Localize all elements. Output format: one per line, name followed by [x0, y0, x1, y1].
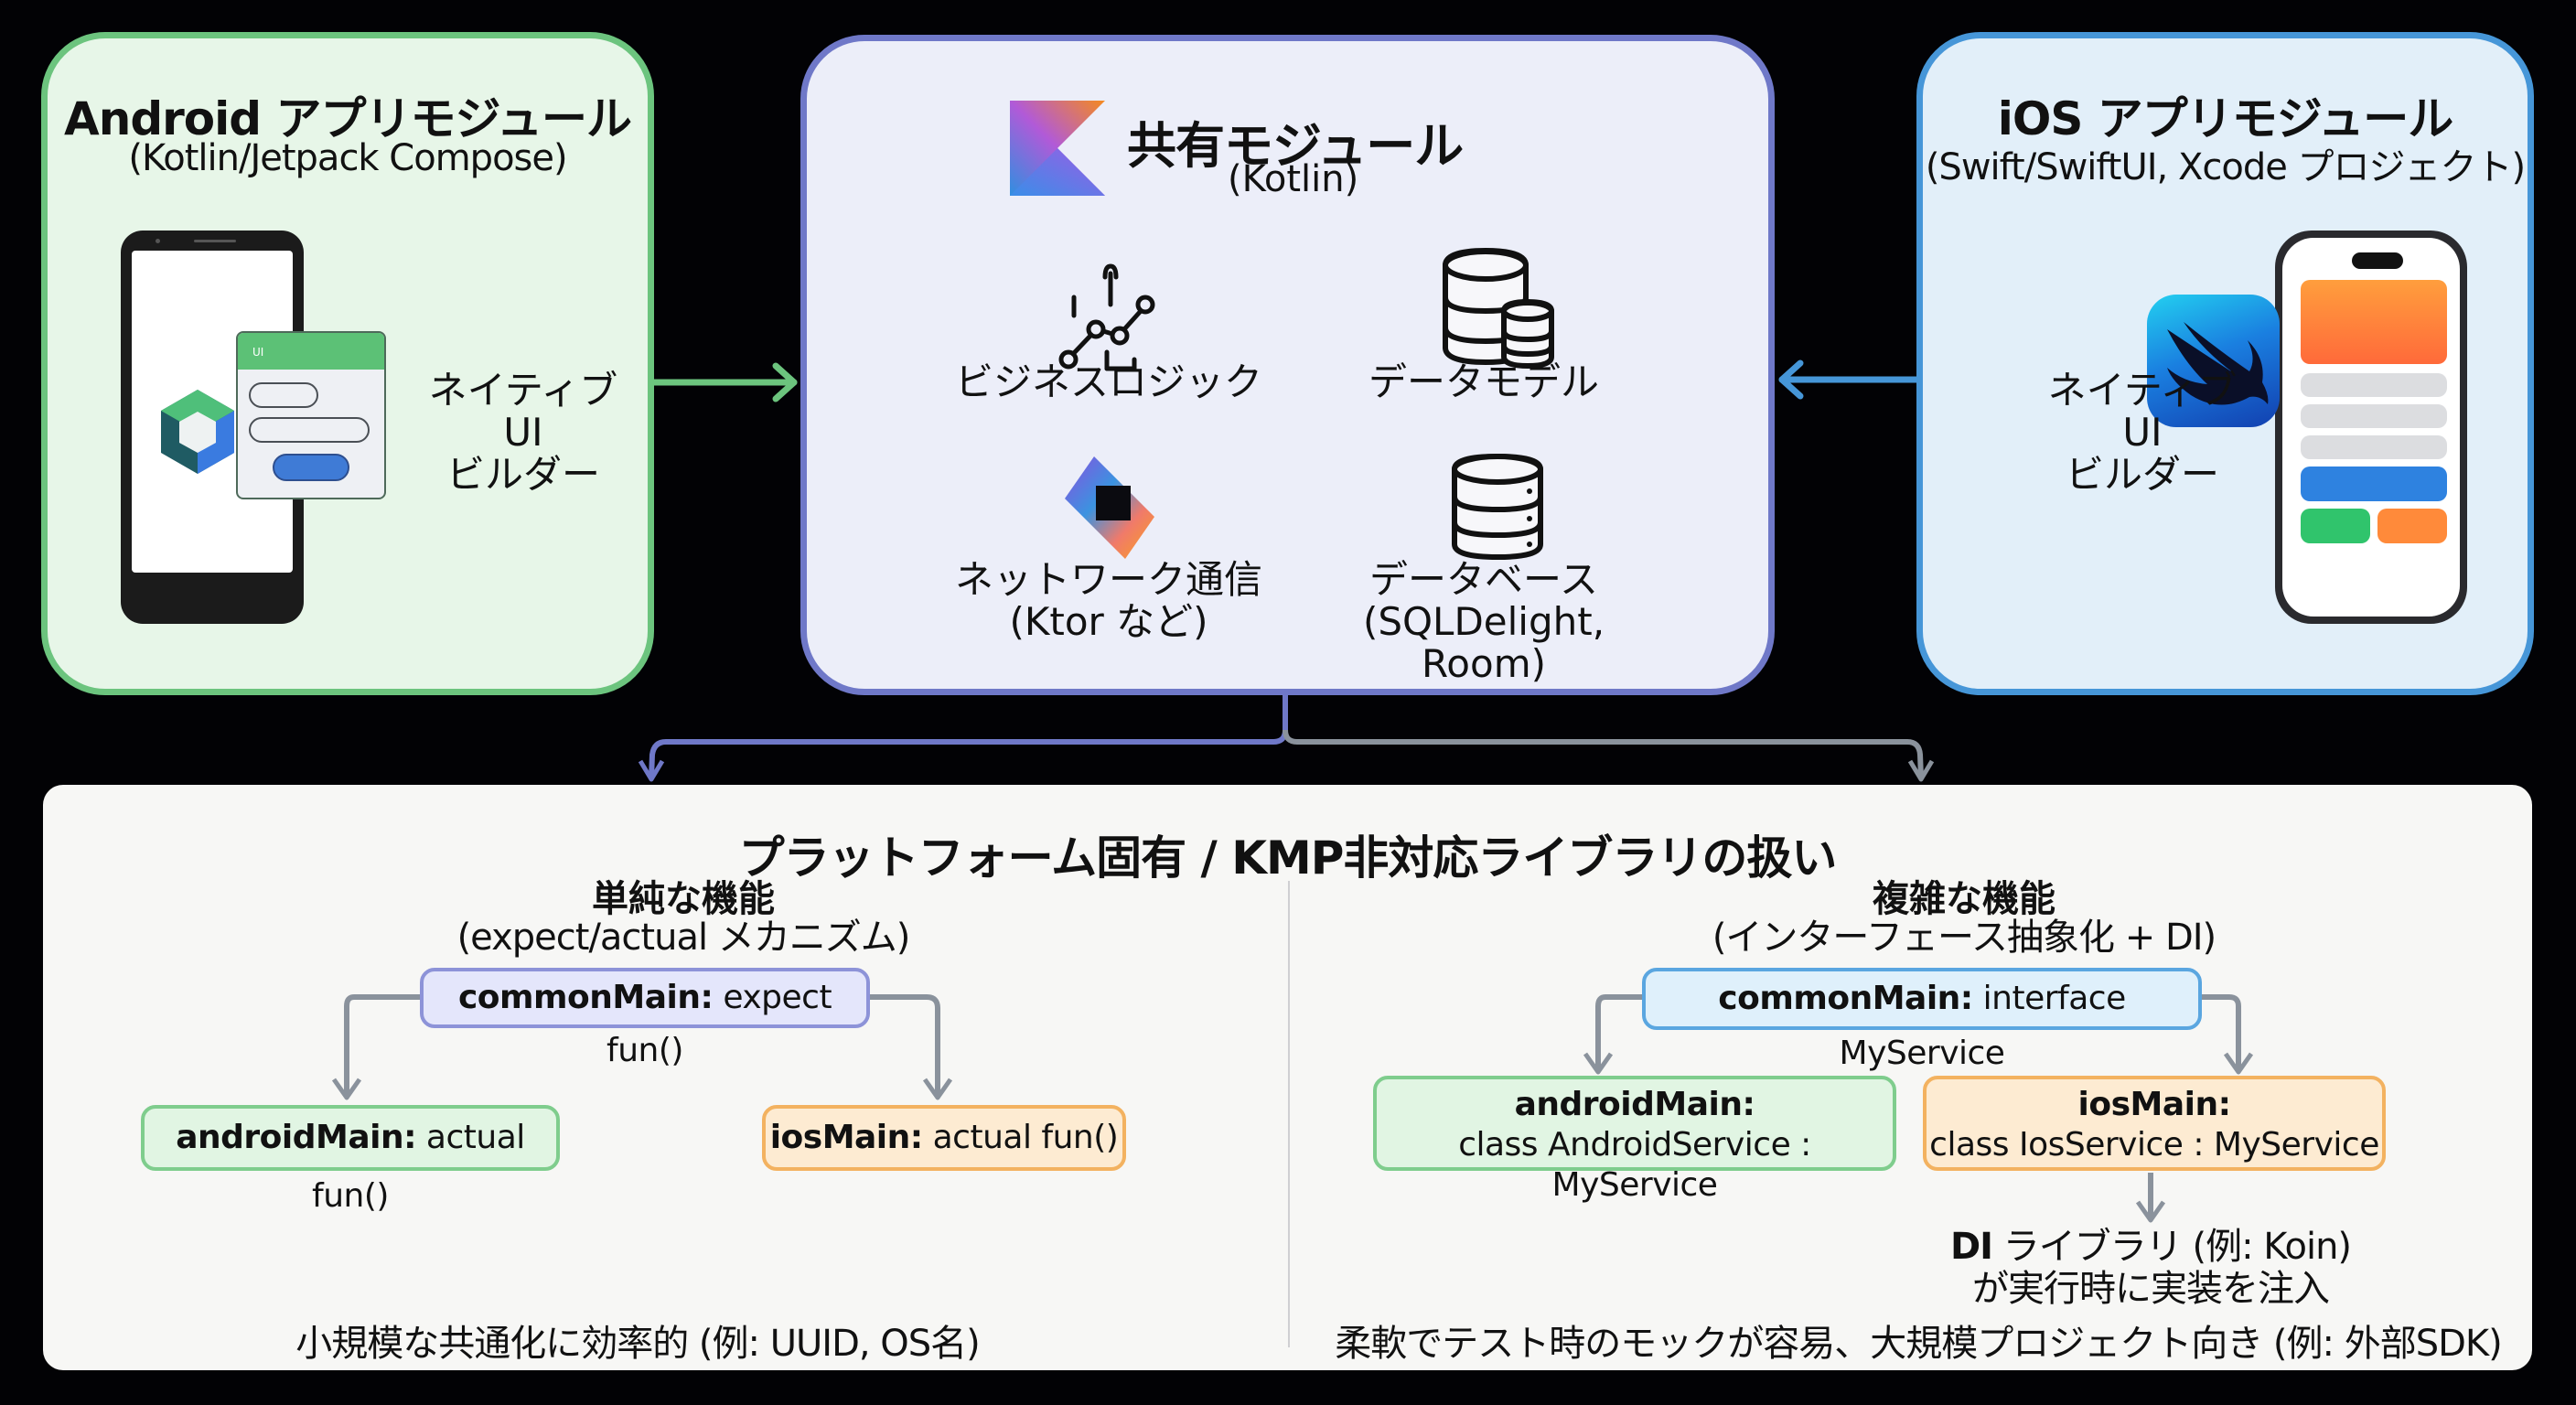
- ios-to-shared-arrow: [1778, 359, 1920, 400]
- ui-button: [273, 454, 349, 481]
- ios-ui-card-orange: [2301, 280, 2447, 364]
- complex-subheading: (インターフェース抽象化 + DI): [1712, 917, 2216, 959]
- feature-network: ネットワーク通信 (Ktor など): [954, 557, 1262, 644]
- simple-footnote: 小規模な共通化に効率的 (例: UUID, OS名): [295, 1323, 981, 1365]
- ktor-icon: [1065, 456, 1154, 559]
- flow-arrows: [331, 994, 2254, 1223]
- ios-ui-button-blue: [2301, 467, 2447, 501]
- jetpack-compose-icon: [161, 390, 234, 474]
- ios-native-ui-builder-label: ネイティブ UI ビルダー: [2047, 368, 2238, 497]
- ios-ui-row: [2301, 404, 2447, 428]
- iphone-icon: [2275, 231, 2467, 624]
- ios-ui-button-orange: [2377, 509, 2447, 543]
- feature-data-model: データモデル: [1368, 359, 1599, 404]
- shared-module-box: 共有モジュール (Kotlin) ビジネスロジック データモデル: [800, 35, 1775, 695]
- shared-to-platform-arrow-right: [1283, 729, 1935, 782]
- ui-builder-card-icon: UI: [236, 331, 386, 499]
- android-module-subtitle: (Kotlin/Jetpack Compose): [128, 137, 567, 179]
- ios-module-box: iOS アプリモジュール (Swift/SwiftUI, Xcode プロジェク…: [1916, 32, 2534, 695]
- simple-android-main-node: androidMain: actual fun(): [141, 1105, 560, 1215]
- feature-business-logic: ビジネスロジック: [954, 359, 1262, 404]
- platform-specific-panel: プラットフォーム固有 / KMP非対応ライブラリの扱い 単純な機能 (expec…: [43, 785, 2532, 1370]
- android-to-shared-arrow: [650, 362, 798, 402]
- ios-to-di-arrow: [2135, 1173, 2166, 1223]
- simple-subheading: (expect/actual メカニズム): [456, 917, 911, 959]
- android-native-ui-builder-label: ネイティブ UI ビルダー: [428, 368, 618, 497]
- complex-ios-main-node: iosMain: class IosService : MyService: [1923, 1076, 2386, 1171]
- android-module-title: Android アプリモジュール: [64, 92, 632, 145]
- complex-common-to-ios-arrow: [2198, 994, 2254, 1075]
- di-library-note: DI ライブラリ (例: Koin) が実行時に実装を注入: [1949, 1226, 2352, 1310]
- shared-module-title: 共有モジュール: [1127, 117, 1464, 175]
- complex-heading: 複雑な機能: [1873, 878, 2055, 920]
- kotlin-logo-icon: [1010, 101, 1105, 196]
- ui-field-2: [249, 417, 370, 443]
- ios-module-subtitle: (Swift/SwiftUI, Xcode プロジェクト): [1925, 146, 2526, 188]
- shared-to-platform-arrow-left: [638, 695, 1288, 782]
- complex-footnote: 柔軟でテスト時のモックが容易、大規模プロジェクト向き (例: 外部SDK): [1335, 1323, 2503, 1365]
- simple-heading: 単純な機能: [592, 878, 775, 920]
- android-module-box: Android アプリモジュール (Kotlin/Jetpack Compose…: [41, 32, 654, 695]
- simple-common-to-ios-arrow: [866, 994, 953, 1100]
- simple-common-to-android-arrow: [331, 994, 424, 1100]
- platform-section-title: プラットフォーム固有 / KMP非対応ライブラリの扱い: [738, 831, 1838, 885]
- ios-module-title: iOS アプリモジュール: [1997, 92, 2454, 145]
- business-logic-graph-icon: [1058, 263, 1155, 371]
- ios-ui-row: [2301, 435, 2447, 459]
- complex-android-main-node: androidMain: class AndroidService : MySe…: [1373, 1076, 1896, 1204]
- data-model-database-icon: [1443, 247, 1554, 370]
- ui-field-1: [249, 382, 318, 408]
- swiftui-icon: [2147, 295, 2280, 427]
- database-icon: [1452, 453, 1543, 561]
- ios-ui-row: [2301, 373, 2447, 397]
- section-divider: [1288, 881, 1290, 1347]
- complex-common-to-android-arrow: [1583, 994, 1646, 1075]
- simple-ios-main-node: iosMain: actual fun(): [762, 1105, 1126, 1171]
- shared-module-subtitle: (Kotlin): [1228, 158, 1359, 200]
- simple-common-main-node: commonMain: expect fun(): [420, 968, 870, 1069]
- ui-card-header: UI: [238, 333, 384, 370]
- ios-ui-button-green: [2301, 509, 2370, 543]
- complex-common-main-node: commonMain: interface MyService: [1642, 968, 2202, 1072]
- feature-database: データベース (SQLDelight, Room): [1362, 557, 1605, 686]
